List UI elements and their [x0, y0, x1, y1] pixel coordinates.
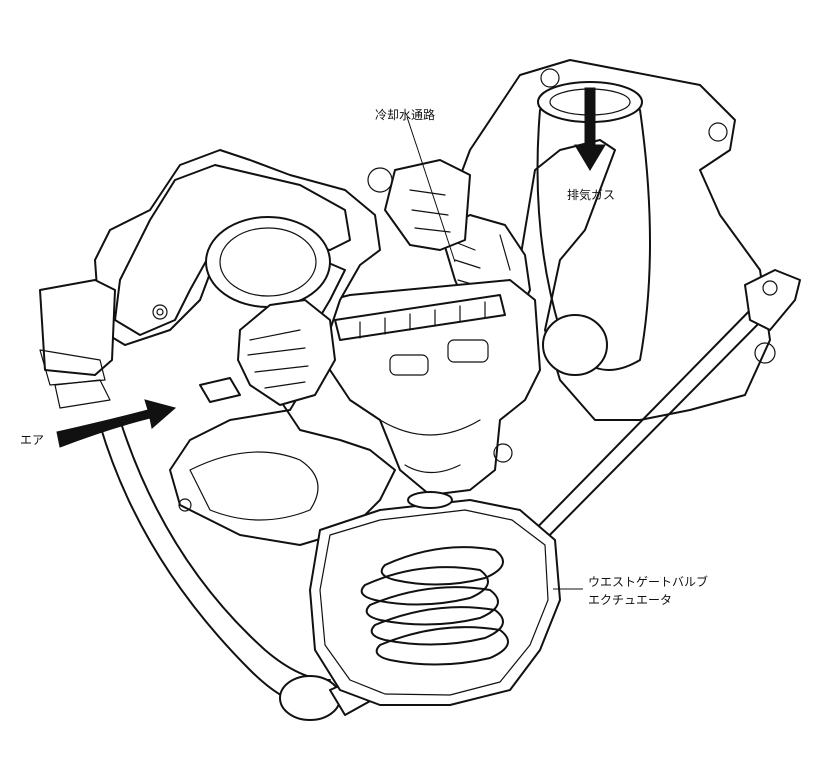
compressor-inlet-flange — [39, 279, 116, 409]
air-label: エア — [20, 433, 45, 447]
bearing-housing — [329, 279, 541, 496]
air-inflow-arrow — [56, 399, 177, 448]
exhaust-gas-label: 排気ガス — [567, 188, 616, 202]
wastegate-actuator — [309, 491, 561, 706]
coolant-passage-label: 冷却水通路 — [375, 108, 436, 122]
compressor-housing — [94, 149, 396, 546]
wastegate-label-line1: ウエストゲートバルブ — [588, 575, 709, 589]
wastegate-rod — [519, 269, 801, 556]
exhaust-gas-arrow — [574, 87, 606, 171]
wastegate-label-line2: エクチュエータ — [588, 593, 673, 607]
label-leaders — [406, 116, 583, 590]
